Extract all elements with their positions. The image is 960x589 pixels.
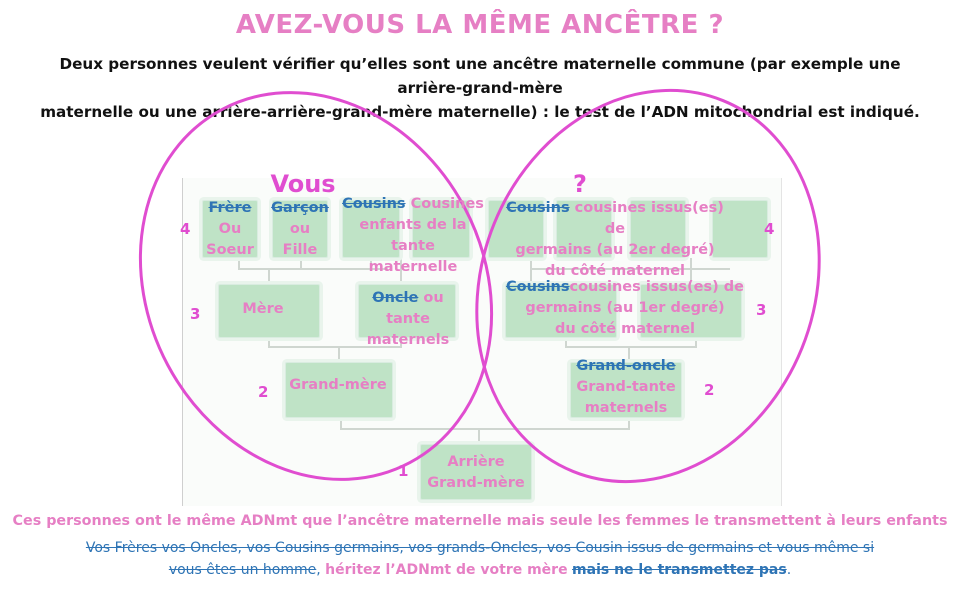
uncle-text-2: maternels [366, 332, 450, 348]
generation-number-3-right: 3 [756, 301, 767, 319]
label-grandmother: Grand-mère [289, 377, 387, 393]
left-circle [138, 91, 494, 481]
bottom-comma: , [316, 562, 321, 578]
box-grandaunt [570, 362, 682, 418]
connector [400, 258, 402, 282]
box-cousin1-right-1 [505, 284, 617, 338]
box-cousin2-right-1 [488, 200, 544, 258]
page-title: AVEZ-VOUS LA MÊME ANCÊTRE ? [235, 10, 725, 40]
connector-top-left [238, 268, 388, 270]
cousin2-strike: Cousins [506, 200, 570, 216]
bottom-pink-2: héritez l’ADNmt de votre mère [325, 562, 568, 578]
sibling-text: Ou Soeur [206, 221, 254, 258]
bottom-dot: . [786, 562, 792, 578]
connector-mid-right [565, 346, 695, 348]
box-cousin2-right-4 [712, 200, 768, 258]
connector-root [340, 428, 630, 430]
label-root: Arrière Grand-mère [420, 452, 532, 494]
connector [268, 268, 270, 286]
cousin-strike: Cousins [342, 196, 406, 212]
intro-line-2: maternelle ou une arrière-arrière-grand-… [40, 103, 920, 121]
bottom-strike-2: mais ne le transmettez pas [572, 562, 787, 578]
cousin1-text-3: du côté maternel [554, 321, 696, 337]
root-text-1: Arrière [447, 454, 505, 470]
granduncle-strike: Grand-oncle [576, 358, 676, 374]
sibling-strike: Frère [208, 200, 252, 216]
right-circle [475, 88, 821, 484]
cousin2-text-3: du côté maternel [544, 263, 686, 279]
generation-number-2-left: 2 [258, 383, 269, 401]
box-child [272, 200, 328, 258]
box-cousin1-right-2 [640, 284, 742, 338]
grandaunt-text-2: maternels [584, 400, 668, 416]
intro-line-1: Deux personnes veulent vérifier qu’elles… [59, 55, 901, 97]
generation-number-2-right: 2 [704, 381, 715, 399]
connector [565, 338, 567, 348]
cousin2-text-2: germains (au 2er degré) [515, 242, 715, 258]
connector [370, 258, 372, 270]
connector [338, 346, 340, 360]
box-uncle [358, 284, 456, 338]
child-strike: Garçon [271, 200, 329, 216]
label-cousin-left: Cousins Cousines enfants de la tante mat… [338, 194, 488, 278]
label-mother: Mère [242, 301, 284, 317]
connector [300, 258, 302, 270]
uncle-text-1: ou tante [386, 290, 444, 327]
cousin1-text-1: cousines issus(es) de [569, 279, 744, 295]
cousin-text-2: enfants de la tante [359, 217, 467, 254]
connector [695, 338, 697, 348]
cousin2-text-1: cousines issus(es) de [574, 200, 724, 237]
box-cousin-left-2 [412, 200, 470, 258]
intro-text: Deux personnes veulent vérifier qu’elles… [30, 52, 930, 124]
connector [400, 338, 402, 348]
label-question: ? [573, 170, 587, 198]
label-grandaunt: Grand-oncle Grand-tante maternels [568, 356, 684, 419]
generation-number-4-right: 4 [764, 220, 775, 238]
connector [628, 418, 630, 430]
box-sibling [202, 200, 258, 258]
generation-number-1: 1 [398, 462, 409, 480]
box-root-great-grandmother [420, 444, 532, 500]
child-text: ou Fille [282, 221, 318, 258]
label-vous: Vous [270, 170, 336, 198]
connector-top-right [530, 268, 730, 270]
connector [268, 338, 270, 348]
generation-number-4-left: 4 [180, 220, 191, 238]
connector [628, 346, 630, 360]
label-cousin1-right: Cousinscousines issus(es) de germains (a… [500, 277, 750, 340]
cousin1-strike: Cousins [506, 279, 570, 295]
bottom-detail: Vos Frères vos Oncles, vos Cousins germa… [0, 537, 960, 581]
uncle-strike: Oncle [372, 290, 419, 306]
bottom-detail-line-1: Vos Frères vos Oncles, vos Cousins germa… [85, 540, 875, 556]
root-text-2: Grand-mère [427, 475, 525, 491]
connector-mid-left [268, 346, 401, 348]
cousin-text-1: Cousines [410, 196, 484, 212]
box-cousin2-right-2 [556, 200, 612, 258]
label-sibling: Frère Ou Soeur [198, 198, 262, 261]
connector [340, 418, 342, 430]
box-mother [218, 284, 320, 338]
label-child: Garçon ou Fille [266, 198, 334, 261]
connector [478, 428, 480, 444]
grandaunt-text-1: Grand-tante [576, 379, 676, 395]
label-cousin2-right: Cousins cousines issus(es) de germains (… [500, 198, 730, 282]
connector [530, 258, 532, 282]
label-uncle: Oncle ou tante maternels [348, 288, 468, 351]
connector [690, 258, 692, 282]
box-cousin2-right-3 [630, 200, 686, 258]
bottom-detail-line-2: vous êtes un homme, héritez l’ADNmt de v… [0, 559, 960, 581]
generation-number-3-left: 3 [190, 305, 201, 323]
box-grandmother [285, 362, 393, 418]
bottom-note: Ces personnes ont le même ADNmt que l’an… [12, 513, 948, 529]
connector [238, 258, 240, 270]
cousin1-text-2: germains (au 1er degré) [525, 300, 725, 316]
cousin-text-3: maternelle [368, 259, 458, 275]
bottom-strike-1: vous êtes un homme [168, 562, 317, 578]
box-cousin-left [342, 200, 400, 258]
